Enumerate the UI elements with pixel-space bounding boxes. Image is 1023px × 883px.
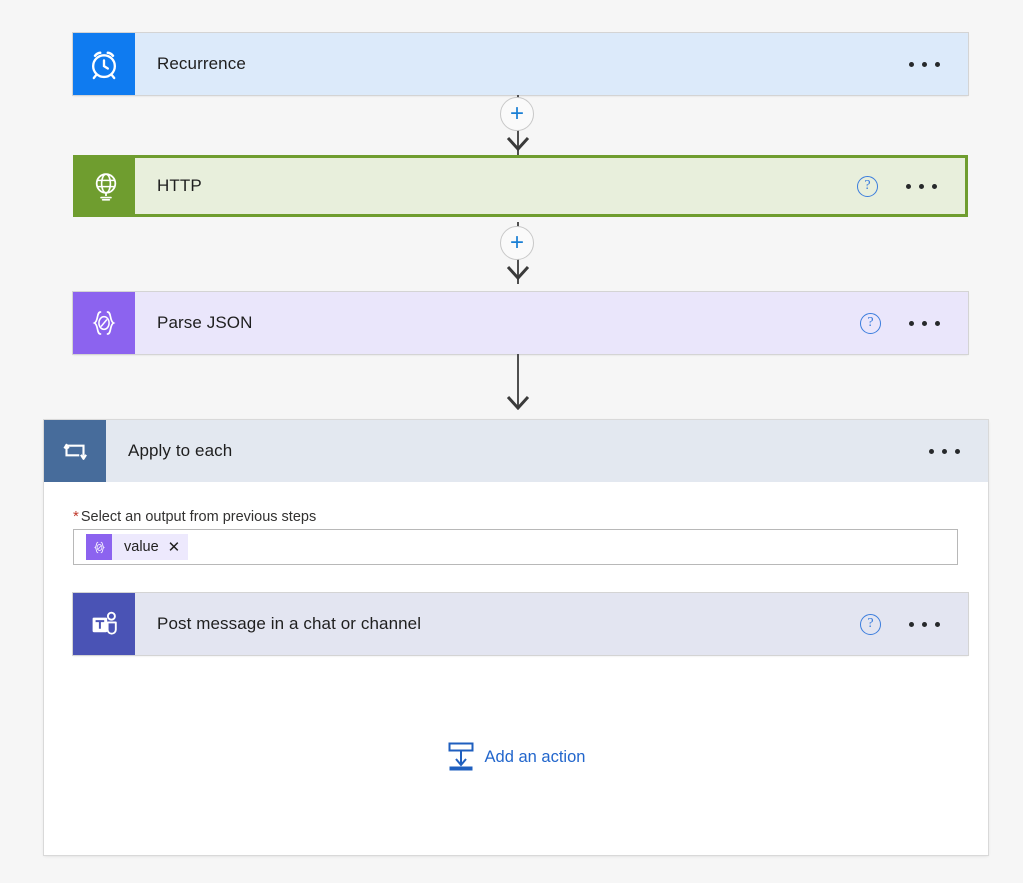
arrowhead-1 xyxy=(506,136,530,151)
plus-icon-1: + xyxy=(509,100,524,127)
parse-json-icon-container xyxy=(73,292,135,354)
insert-step-button-2[interactable]: + xyxy=(500,226,534,260)
parse-json-title: Parse JSON xyxy=(157,313,253,332)
recurrence-card-body: Recurrence xyxy=(135,33,968,95)
add-an-action-button[interactable]: Add an action xyxy=(447,742,586,772)
arrowhead-3 xyxy=(506,395,530,410)
connector-parse-json-to-apply-to-each xyxy=(498,354,538,416)
help-icon-parse-json[interactable]: ? xyxy=(860,312,881,334)
recurrence-icon-container xyxy=(73,33,135,95)
flow-scope-apply-to-each[interactable]: Apply to each *Select an output from pre… xyxy=(44,420,988,855)
output-field-label-row: *Select an output from previous steps xyxy=(73,508,958,529)
http-title: HTTP xyxy=(157,176,202,195)
flow-step-http[interactable]: HTTP ? xyxy=(73,155,968,217)
arrowhead-2 xyxy=(506,265,530,280)
post-message-icon-container xyxy=(73,593,135,655)
recurrence-title: Recurrence xyxy=(157,54,246,73)
apply-to-each-content: *Select an output from previous steps xyxy=(44,482,988,772)
flow-step-parse-json[interactable]: Parse JSON ? xyxy=(73,292,968,354)
http-icon-container xyxy=(76,158,135,214)
parse-json-icon xyxy=(73,292,135,354)
add-an-action-label: Add an action xyxy=(484,747,586,766)
alarm-clock-icon xyxy=(73,33,135,95)
http-card-actions: ? xyxy=(857,175,965,197)
token-chip-value[interactable]: value ✕ xyxy=(86,534,189,560)
http-card-body: HTTP ? xyxy=(135,158,965,214)
recurrence-card-actions xyxy=(907,56,968,73)
help-icon-post-message[interactable]: ? xyxy=(860,613,881,635)
flow-step-recurrence[interactable]: Recurrence xyxy=(73,33,968,95)
globe-icon xyxy=(76,158,135,214)
apply-to-each-header-body: Apply to each xyxy=(106,420,988,482)
parse-json-card-body: Parse JSON ? xyxy=(135,292,968,354)
teams-icon xyxy=(73,593,135,655)
connector-recurrence-to-http: + xyxy=(498,95,538,155)
apply-to-each-menu-button[interactable] xyxy=(927,443,962,460)
flow-step-post-message[interactable]: Post message in a chat or channel ? xyxy=(73,593,968,655)
output-field-group: *Select an output from previous steps xyxy=(44,482,988,565)
insert-step-icon xyxy=(447,742,475,772)
post-message-menu-button[interactable] xyxy=(907,616,942,633)
add-action-row: Add an action xyxy=(44,742,988,772)
token-label: value xyxy=(124,539,159,555)
output-token-input[interactable]: value ✕ xyxy=(73,529,958,565)
apply-to-each-header[interactable]: Apply to each xyxy=(44,420,988,482)
post-message-title: Post message in a chat or channel xyxy=(157,614,422,633)
http-menu-button[interactable] xyxy=(904,178,939,195)
required-marker: * xyxy=(73,508,79,525)
recurrence-menu-button[interactable] xyxy=(907,56,942,73)
output-field-label: Select an output from previous steps xyxy=(80,509,317,525)
insert-step-button-1[interactable]: + xyxy=(500,97,534,131)
loop-icon xyxy=(44,420,106,482)
connector-http-to-parse-json: + xyxy=(498,222,538,284)
post-message-card-body: Post message in a chat or channel ? xyxy=(135,593,968,655)
apply-to-each-actions xyxy=(927,443,988,460)
token-remove-icon[interactable]: ✕ xyxy=(167,538,181,556)
help-icon-http[interactable]: ? xyxy=(857,175,878,197)
apply-to-each-title: Apply to each xyxy=(128,441,233,460)
plus-icon-2: + xyxy=(509,229,524,256)
post-message-actions: ? xyxy=(860,613,968,635)
apply-to-each-icon-container xyxy=(44,420,106,482)
parse-json-card-actions: ? xyxy=(860,312,968,334)
parse-json-menu-button[interactable] xyxy=(907,315,942,332)
token-parse-json-icon xyxy=(86,534,112,560)
